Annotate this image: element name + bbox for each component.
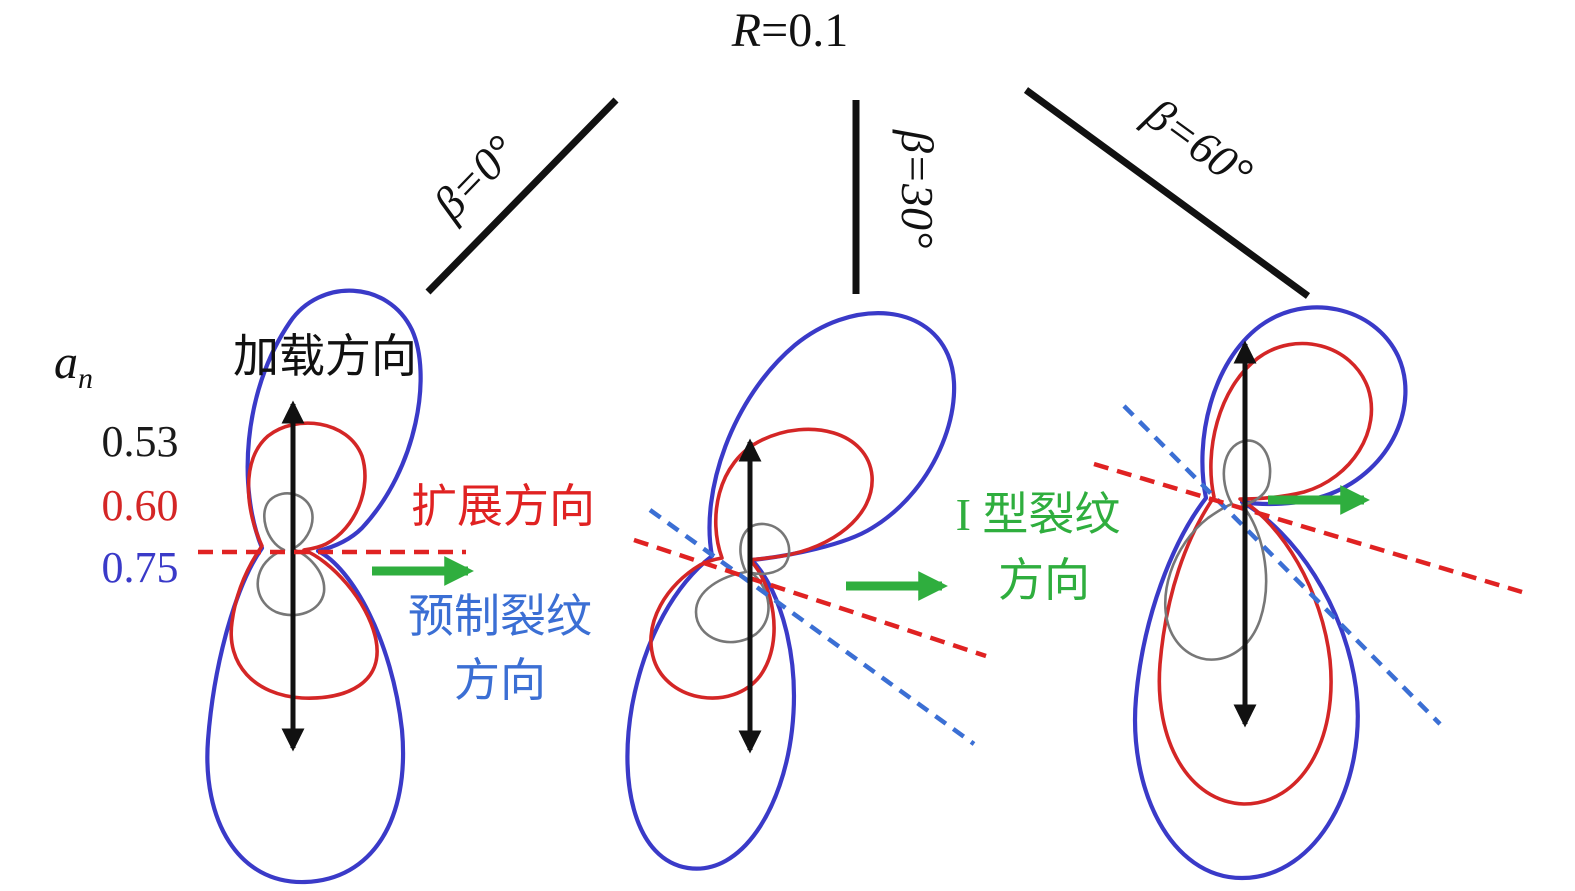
panel-beta-0: [198, 288, 474, 885]
contour-060-beta0: [229, 421, 379, 700]
panel-beta-30: [625, 311, 987, 871]
beta-30-orientation: β=30°: [852, 100, 943, 294]
legend-symbol-an: an: [54, 336, 93, 395]
legend: an 0.53 0.60 0.75: [54, 336, 179, 592]
legend-value-060: 0.60: [102, 481, 179, 530]
title-value: =0.1: [761, 4, 848, 57]
precrack-direction-label-line2: 方向: [454, 655, 546, 706]
title-variable-r: R: [731, 4, 761, 57]
beta-0-label: β=0°: [423, 125, 527, 230]
mode-i-crack-label-line1: I 型裂纹: [956, 489, 1121, 540]
contour-075-beta60: [1133, 305, 1408, 881]
contour-053-beta0: [256, 492, 326, 617]
precrack-direction-label-line1: 预制裂纹: [408, 591, 592, 642]
propagation-direction-line-beta30: [633, 537, 987, 659]
propagation-direction-line-beta60: [1093, 461, 1523, 595]
contour-075-beta30: [625, 311, 957, 871]
loading-direction-label: 加载方向: [233, 331, 417, 382]
beta-60-crack-line: [1023, 87, 1311, 299]
beta-60-orientation: β=60°: [1023, 87, 1311, 299]
contour-075-beta0: [205, 288, 423, 885]
contour-053-beta60: [1163, 439, 1272, 661]
figure-title: R=0.1: [731, 4, 848, 57]
legend-symbol-a: a: [54, 336, 78, 389]
contour-060-beta60: [1157, 341, 1374, 806]
beta-0-crack-line: [425, 97, 619, 295]
beta-0-orientation: β=0°: [423, 97, 619, 295]
precrack-direction-line-beta60: [1122, 404, 1442, 726]
mode-i-crack-label-line2: 方向: [998, 555, 1090, 606]
precrack-direction-line-beta30: [648, 508, 976, 746]
legend-value-053: 0.53: [102, 417, 179, 466]
beta-30-label: β=30°: [892, 129, 943, 248]
contour-060-beta30: [649, 427, 874, 700]
panel-beta-60: [1093, 305, 1523, 881]
legend-value-075: 0.75: [102, 543, 179, 592]
propagation-direction-label: 扩展方向: [411, 481, 595, 532]
legend-symbol-sub-n: n: [78, 362, 93, 395]
